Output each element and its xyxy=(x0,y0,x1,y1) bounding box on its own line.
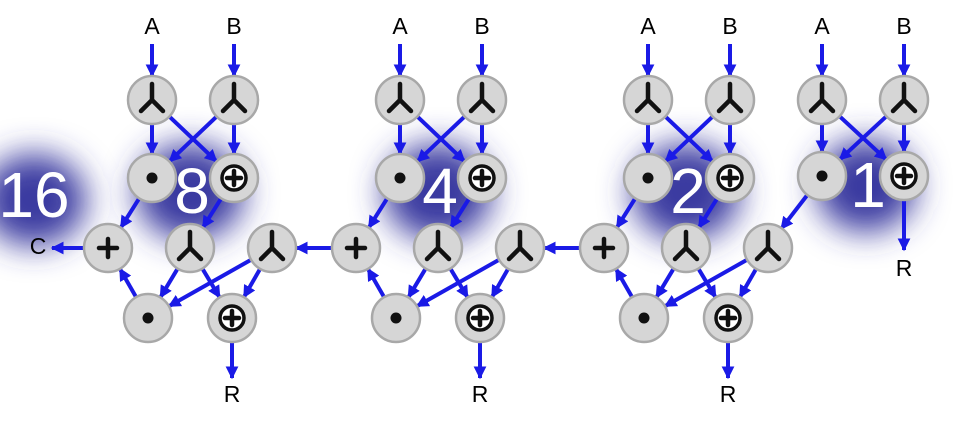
stage-2-weight-label: 2 xyxy=(670,155,706,227)
stage-4-xor-1 xyxy=(456,152,508,204)
stage-2-or xyxy=(578,222,630,274)
stage-2-wire-sum-and xyxy=(654,267,676,299)
stage-8-input-a-label: A xyxy=(144,13,160,39)
carry-weight-label: 16 xyxy=(0,159,70,231)
stage-2-wire-and2-or xyxy=(614,267,634,299)
stage-4-input-a-label: A xyxy=(392,13,408,39)
stage-2-input-b-label: B xyxy=(722,13,737,39)
stage-4-wire-b-and xyxy=(416,115,466,163)
stage-4-and-1 xyxy=(374,152,426,204)
stage-2-wire-b-and xyxy=(664,115,714,163)
stage-1-weight-label: 1 xyxy=(850,149,886,221)
stage-2-wire-and-or xyxy=(615,197,637,229)
stage-2-and-2 xyxy=(618,292,670,344)
stage-8-wire-and-or xyxy=(119,197,141,229)
stage-4-wire-and-or xyxy=(367,197,389,229)
stage-8-fork-b xyxy=(208,74,260,126)
stage-8-xor-1 xyxy=(208,152,260,204)
stage-8-xor-2 xyxy=(206,292,258,344)
stage-2-fork-sum xyxy=(660,222,712,274)
stage-1-input-a-label: A xyxy=(814,13,830,39)
stage-4-wire-sum-and xyxy=(406,267,428,299)
stage-2-and-1 xyxy=(622,152,674,204)
stage-4-wire-carry-xor xyxy=(490,267,510,299)
stage-1-xor xyxy=(878,150,930,202)
stage-4-result-label: R xyxy=(472,381,489,407)
stage-8-wire-carry-xor xyxy=(242,267,262,299)
stage-4-fork-a xyxy=(374,74,426,126)
stage-4-or xyxy=(330,222,382,274)
stage-1-fork-b xyxy=(878,74,930,126)
stage-8-or xyxy=(82,222,134,274)
stage-2-wire-carry-xor xyxy=(738,267,758,299)
stage-8-wire-xor-fork xyxy=(201,197,223,229)
stage-8-and-1 xyxy=(126,152,178,204)
stage-2-wire-carry-and xyxy=(663,258,749,308)
carry-out-label: C xyxy=(30,233,47,259)
stage-8-input-b-label: B xyxy=(226,13,241,39)
stage-2-xor-2 xyxy=(702,292,754,344)
stage-8-fork-sum xyxy=(164,222,216,274)
stage-4-fork-carry xyxy=(494,222,546,274)
stage-4-wire-xor-fork xyxy=(449,197,471,229)
stage-4-wire-and2-or xyxy=(366,267,386,299)
stage-2-fork-a xyxy=(622,74,674,126)
stage-8-and-2 xyxy=(122,292,174,344)
stage-4-and-2 xyxy=(370,292,422,344)
stage-2-input-a-label: A xyxy=(640,13,656,39)
stage-8-fork-a xyxy=(126,74,178,126)
stage-8-weight-label: 8 xyxy=(174,155,210,227)
carry-weight-glow xyxy=(0,154,86,246)
stage-1-and xyxy=(796,150,848,202)
stage-8-wire-b-and xyxy=(168,115,218,163)
stage-8-fork-carry xyxy=(246,222,298,274)
stage-4-xor-2 xyxy=(454,292,506,344)
stage-2-fork-carry xyxy=(742,222,794,274)
stage-8-wire-sum-and xyxy=(158,267,180,299)
stage-1-result-label: R xyxy=(896,255,913,281)
stage-4-fork-sum xyxy=(412,222,464,274)
stage-4-wire-carry-and xyxy=(415,258,501,308)
stage-2-xor-1 xyxy=(704,152,756,204)
stage-4-input-b-label: B xyxy=(474,13,489,39)
stage-2-fork-b xyxy=(704,74,756,126)
stage-4-fork-b xyxy=(456,74,508,126)
stage-1-fork-a xyxy=(796,74,848,126)
stage-8-wire-and2-or xyxy=(118,267,138,299)
stage-1-input-b-label: B xyxy=(896,13,911,39)
stage-4-weight-label: 4 xyxy=(422,155,458,227)
stage-1-wire-carry-out xyxy=(779,193,809,231)
stage-8-wire-carry-and xyxy=(167,258,253,308)
stage-2-result-label: R xyxy=(720,381,737,407)
stage-8-result-label: R xyxy=(224,381,241,407)
stage-2-wire-xor-fork xyxy=(697,197,719,229)
stage-1-wire-b-and xyxy=(838,114,888,162)
